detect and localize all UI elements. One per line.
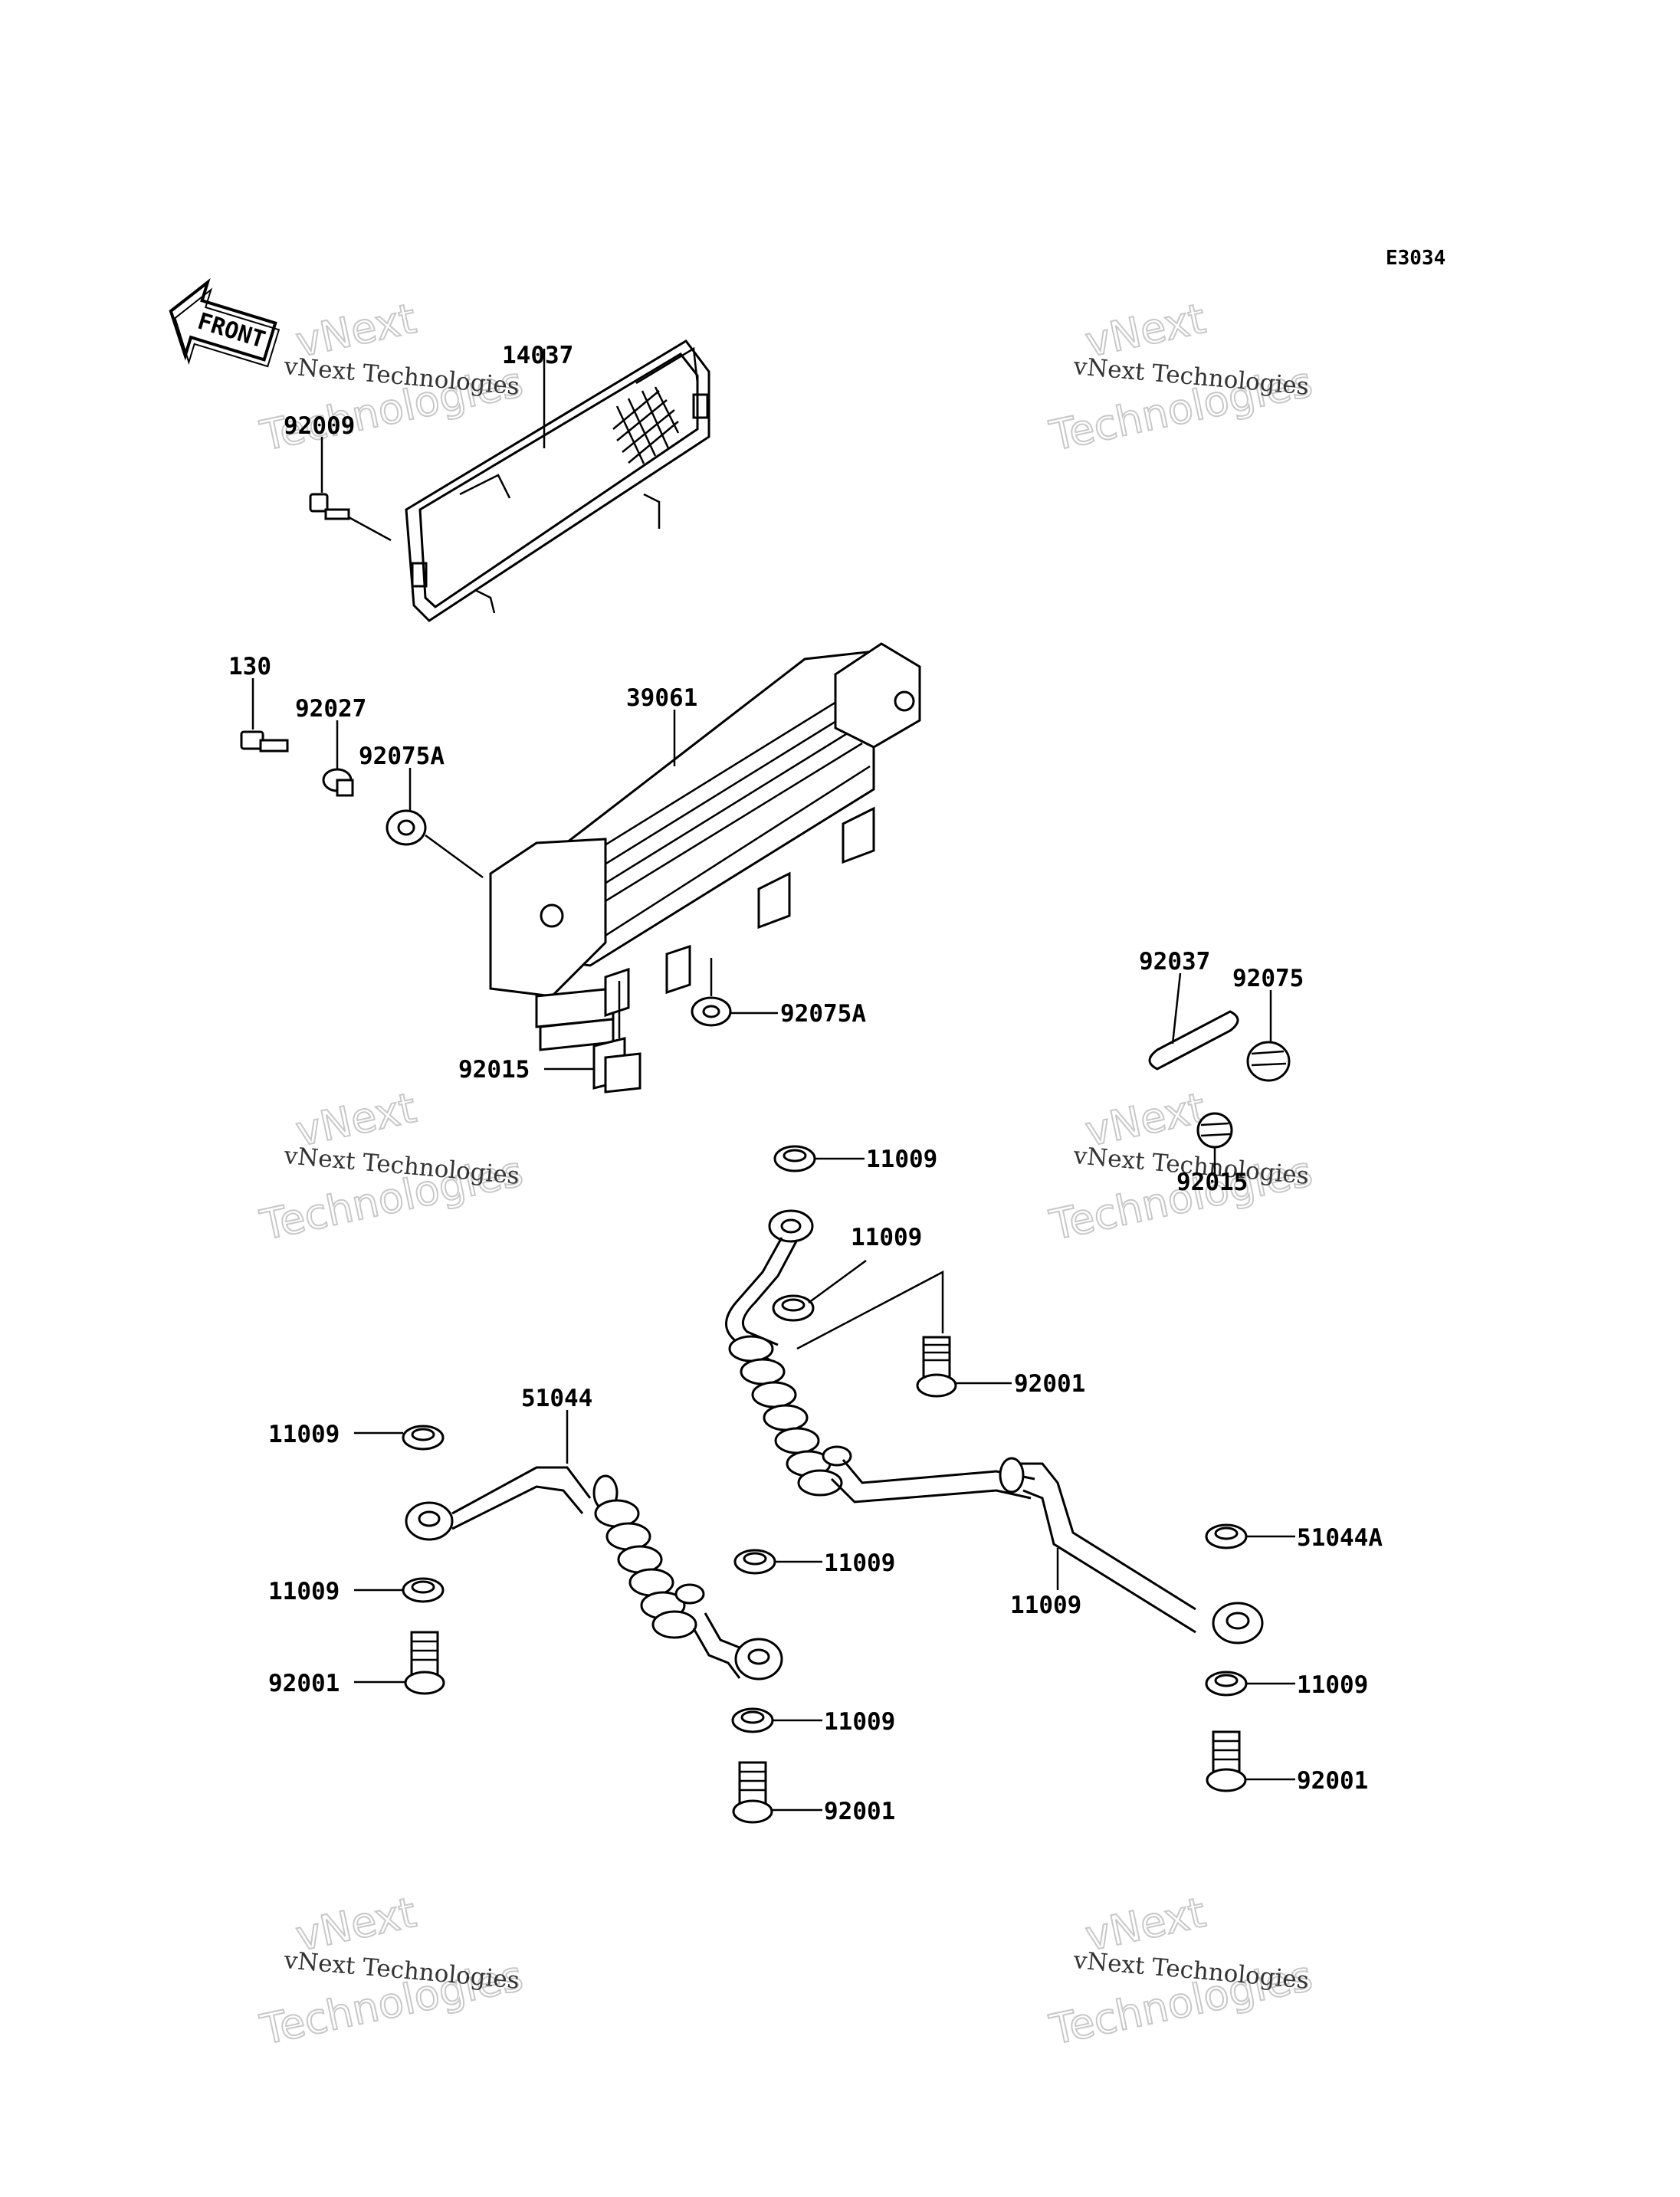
grommet-92015-right-part bbox=[1196, 1112, 1233, 1149]
grommet-92075a-lower-part bbox=[691, 996, 732, 1027]
hose-sleeve-2-icon bbox=[594, 1499, 705, 1639]
washer-11009-1-part bbox=[773, 1145, 816, 1172]
washer-11009-8-part bbox=[1205, 1671, 1248, 1697]
leader-11009-2 bbox=[808, 1259, 867, 1304]
callout-51044a: 11009 bbox=[1010, 1592, 1081, 1619]
oil-hose-51044-part bbox=[405, 1466, 783, 1681]
callout-92075a-lower: 92075A bbox=[780, 1000, 866, 1028]
callout-11009-5: 11009 bbox=[824, 1549, 895, 1577]
washer-11009-2-part bbox=[772, 1294, 815, 1322]
callout-11009-1: 11009 bbox=[866, 1146, 937, 1173]
callout-92015-right: 92015 bbox=[1176, 1169, 1248, 1196]
bolt-130-part bbox=[240, 730, 289, 753]
washer-11009-7-part bbox=[1205, 1523, 1248, 1549]
callout-11009-2: 11009 bbox=[851, 1224, 922, 1251]
washer-11009-5-part bbox=[733, 1549, 776, 1575]
banjo-bolt-92001-4-part bbox=[1206, 1730, 1247, 1792]
callout-92015: 92015 bbox=[458, 1056, 530, 1084]
callout-11009-6: 11009 bbox=[824, 1708, 895, 1736]
callout-11009-3: 11009 bbox=[268, 1421, 340, 1448]
mesh-grid-icon bbox=[612, 386, 680, 464]
callout-51044: 51044 bbox=[521, 1385, 592, 1412]
callout-39061: 39061 bbox=[626, 684, 697, 712]
banjo-bolt-92001-2-part bbox=[404, 1631, 445, 1695]
washer-11009-3-part bbox=[402, 1425, 445, 1451]
leader-92001-1-a bbox=[796, 1270, 944, 1350]
callout-92001-1: 92001 bbox=[1014, 1370, 1085, 1398]
washer-11009-4-part bbox=[402, 1577, 445, 1603]
banjo-bolt-92001-3-part bbox=[732, 1761, 773, 1824]
callout-92075: 92075 bbox=[1232, 965, 1304, 992]
callout-130: 130 bbox=[228, 653, 271, 680]
callout-11009-4: 11009 bbox=[268, 1578, 340, 1605]
grommet-92075-part bbox=[1246, 1041, 1291, 1082]
callout-92001-3: 92001 bbox=[824, 1798, 895, 1825]
leader-92075a-b bbox=[425, 834, 484, 879]
washer-11009-6-part bbox=[731, 1707, 774, 1733]
clip-92015-part bbox=[592, 1037, 641, 1094]
leader-92037 bbox=[1171, 972, 1182, 1044]
grommet-92075a-part bbox=[386, 809, 427, 846]
callout-14037: 14037 bbox=[502, 342, 573, 369]
callout-92001-2: 92001 bbox=[268, 1670, 340, 1697]
callout-11009-8: 11009 bbox=[1297, 1671, 1368, 1699]
oil-cooler-part bbox=[489, 642, 921, 1051]
callout-92009: 92009 bbox=[284, 412, 355, 440]
diagram-code: E3034 bbox=[1386, 247, 1445, 270]
bolt-92009-part bbox=[309, 493, 350, 520]
collar-92027-part bbox=[322, 768, 354, 797]
callout-92075a: 92075A bbox=[359, 743, 445, 770]
hose-sleeve-icon bbox=[728, 1335, 852, 1497]
banjo-bolt-92001-1-part bbox=[916, 1336, 957, 1398]
oil-hose-51044a-part bbox=[725, 1209, 1264, 1644]
front-arrow-icon: FRONT bbox=[169, 277, 281, 368]
oil-cooler-cover-part bbox=[405, 339, 710, 622]
wire-clip-92037-part bbox=[1148, 1010, 1239, 1071]
callout-11009-7: 51044A bbox=[1297, 1524, 1383, 1552]
leader-92009-b bbox=[348, 516, 392, 542]
callout-92037: 92037 bbox=[1139, 948, 1210, 976]
callout-92027: 92027 bbox=[295, 695, 366, 723]
callout-92001-4: 92001 bbox=[1297, 1767, 1368, 1795]
